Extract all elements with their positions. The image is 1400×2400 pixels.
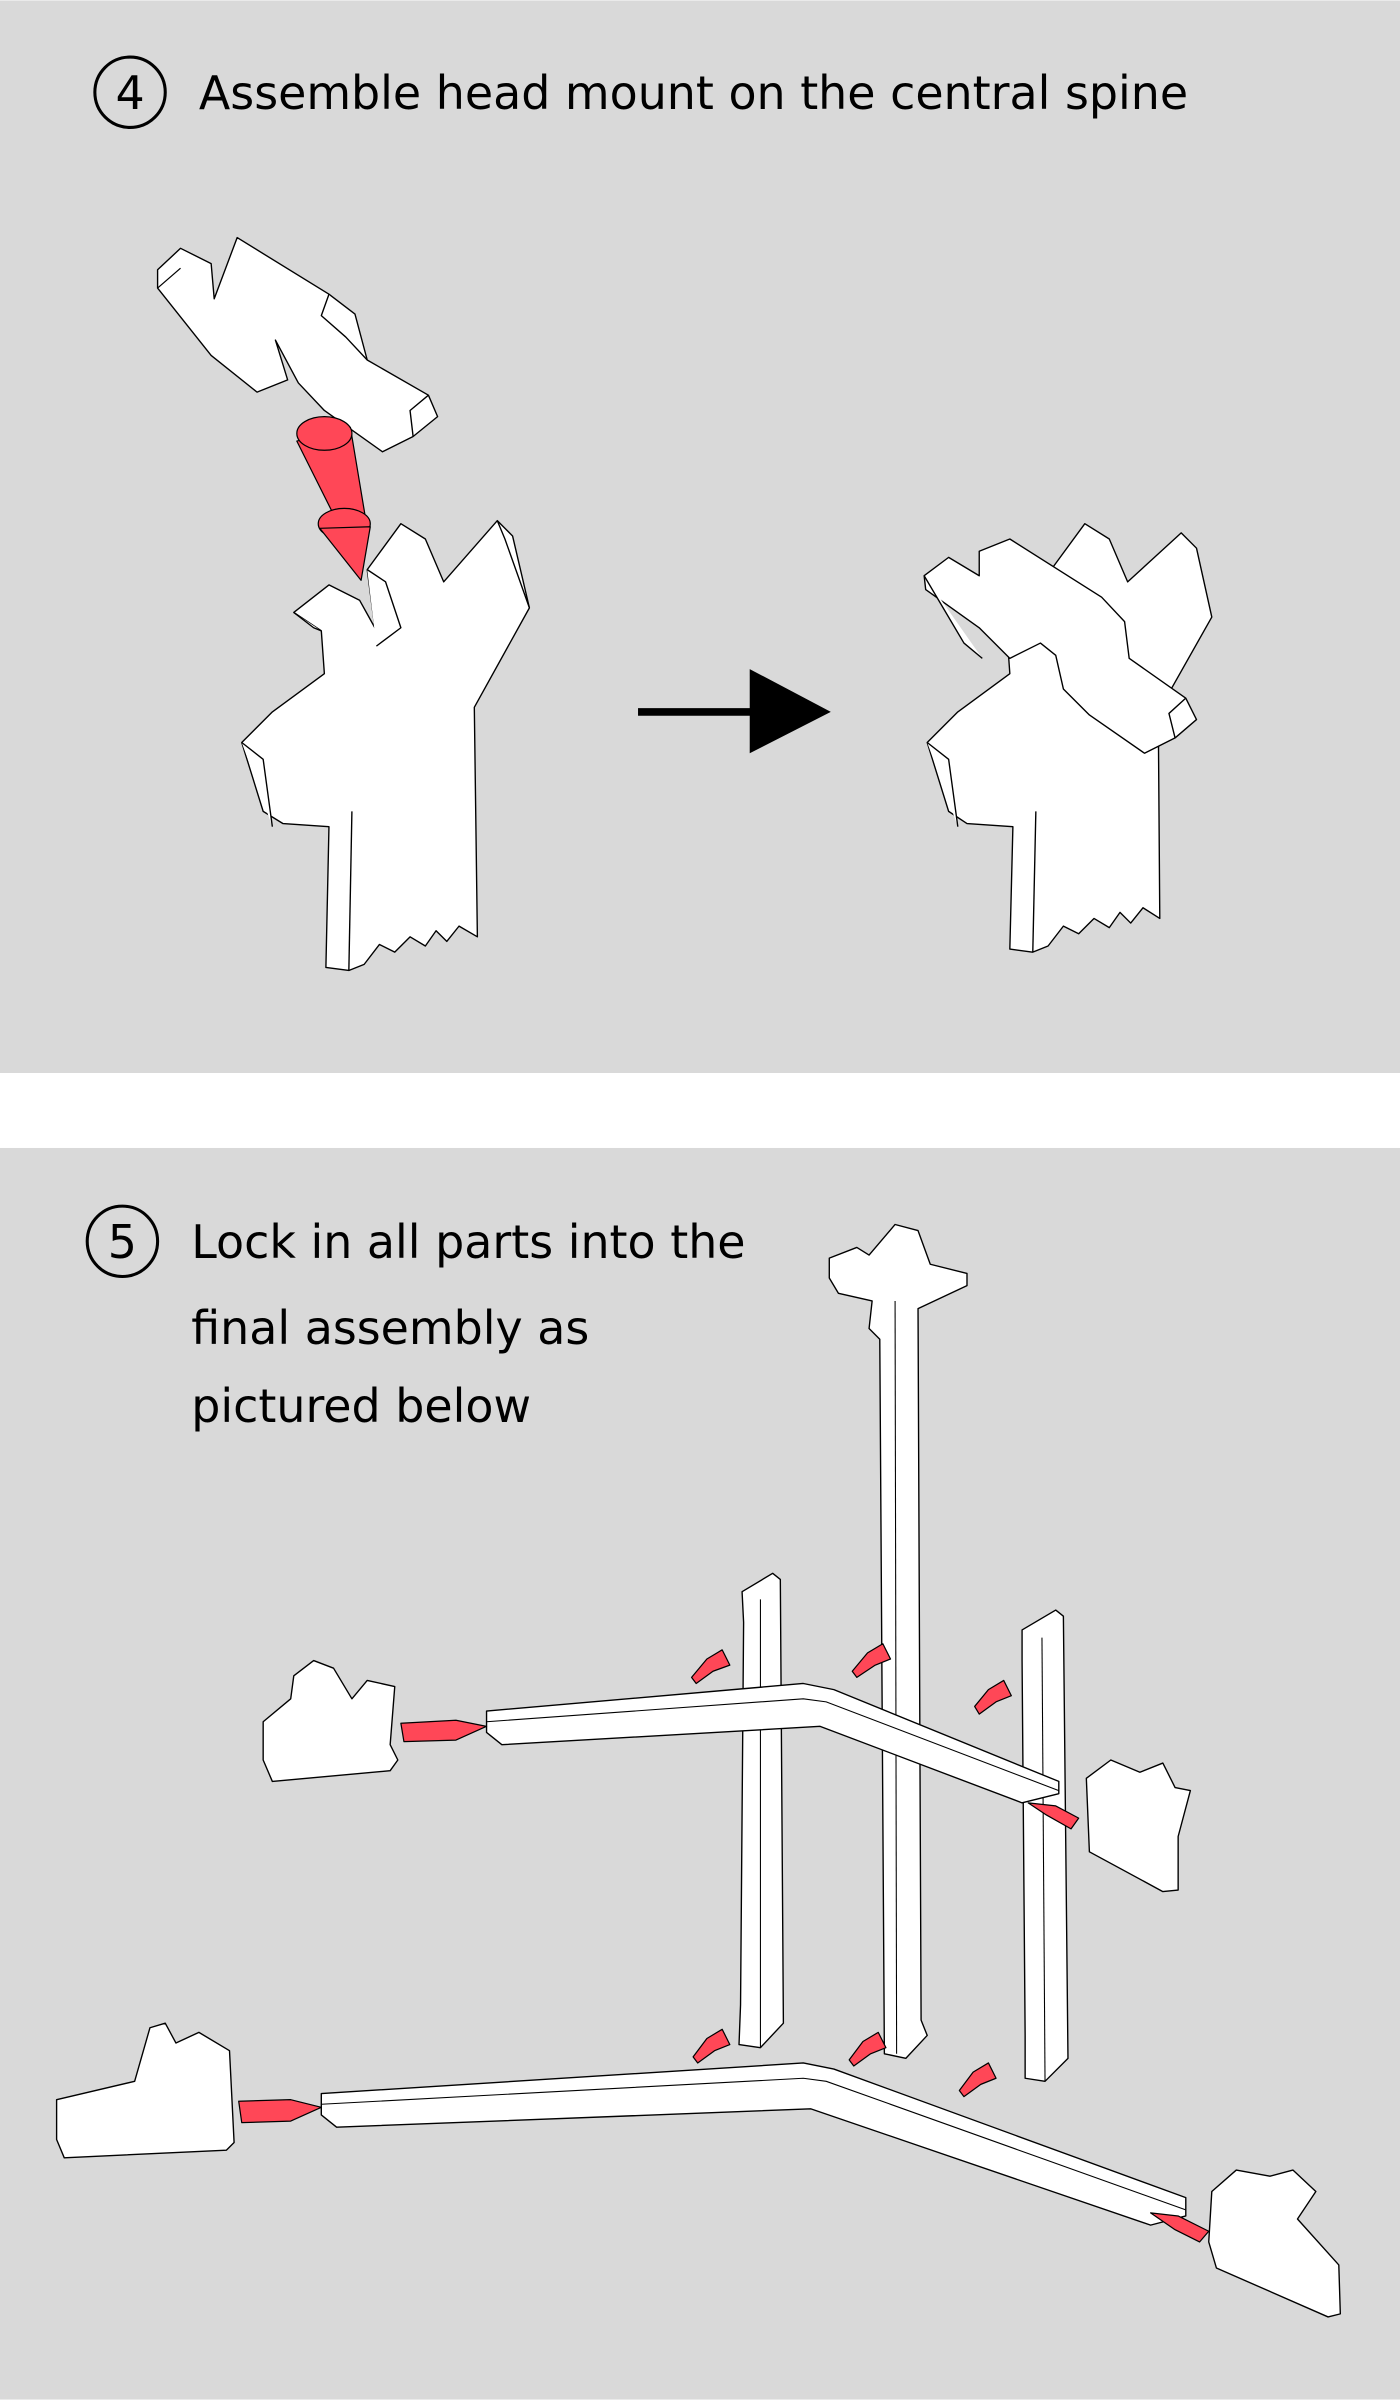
left-post-part bbox=[738, 1572, 785, 2049]
upper-rail-part bbox=[485, 1682, 1060, 1804]
foot-part-lower-right bbox=[1208, 2169, 1342, 2318]
step4-background bbox=[0, 0, 1400, 1074]
step4-number: 4 bbox=[115, 66, 144, 120]
step5-panel: 5 Lock in all parts into the final assem… bbox=[0, 1147, 1400, 2400]
foot-part-upper-left bbox=[262, 1659, 399, 1783]
step5-title-line3: pictured below bbox=[191, 1379, 531, 1433]
assembled-head-mount bbox=[923, 523, 1213, 953]
central-spine-part bbox=[828, 1223, 968, 2060]
foot-part-lower-left bbox=[55, 2022, 235, 2159]
foot-part-upper-right bbox=[1085, 1759, 1192, 1893]
red-pin-cone-icon bbox=[238, 1643, 1210, 2243]
step4-title: Assemble head mount on the central spine bbox=[199, 66, 1188, 120]
direction-arrow-right-icon bbox=[638, 669, 831, 754]
step-number-circle-icon bbox=[85, 1204, 160, 1279]
step5-title-line1: Lock in all parts into the bbox=[191, 1215, 745, 1269]
step4-panel: 4 Assemble head mount on the central spi… bbox=[0, 0, 1400, 1074]
step5-title-line2: final assembly as bbox=[191, 1301, 589, 1355]
head-mount-part bbox=[156, 236, 439, 453]
central-spine-part bbox=[241, 519, 531, 972]
right-post-part bbox=[1021, 1609, 1069, 2082]
step-number-circle-icon bbox=[93, 55, 167, 129]
red-pin-cone-icon bbox=[296, 416, 371, 581]
step5-number: 5 bbox=[108, 1215, 137, 1269]
panel-separator bbox=[0, 1073, 1400, 1148]
